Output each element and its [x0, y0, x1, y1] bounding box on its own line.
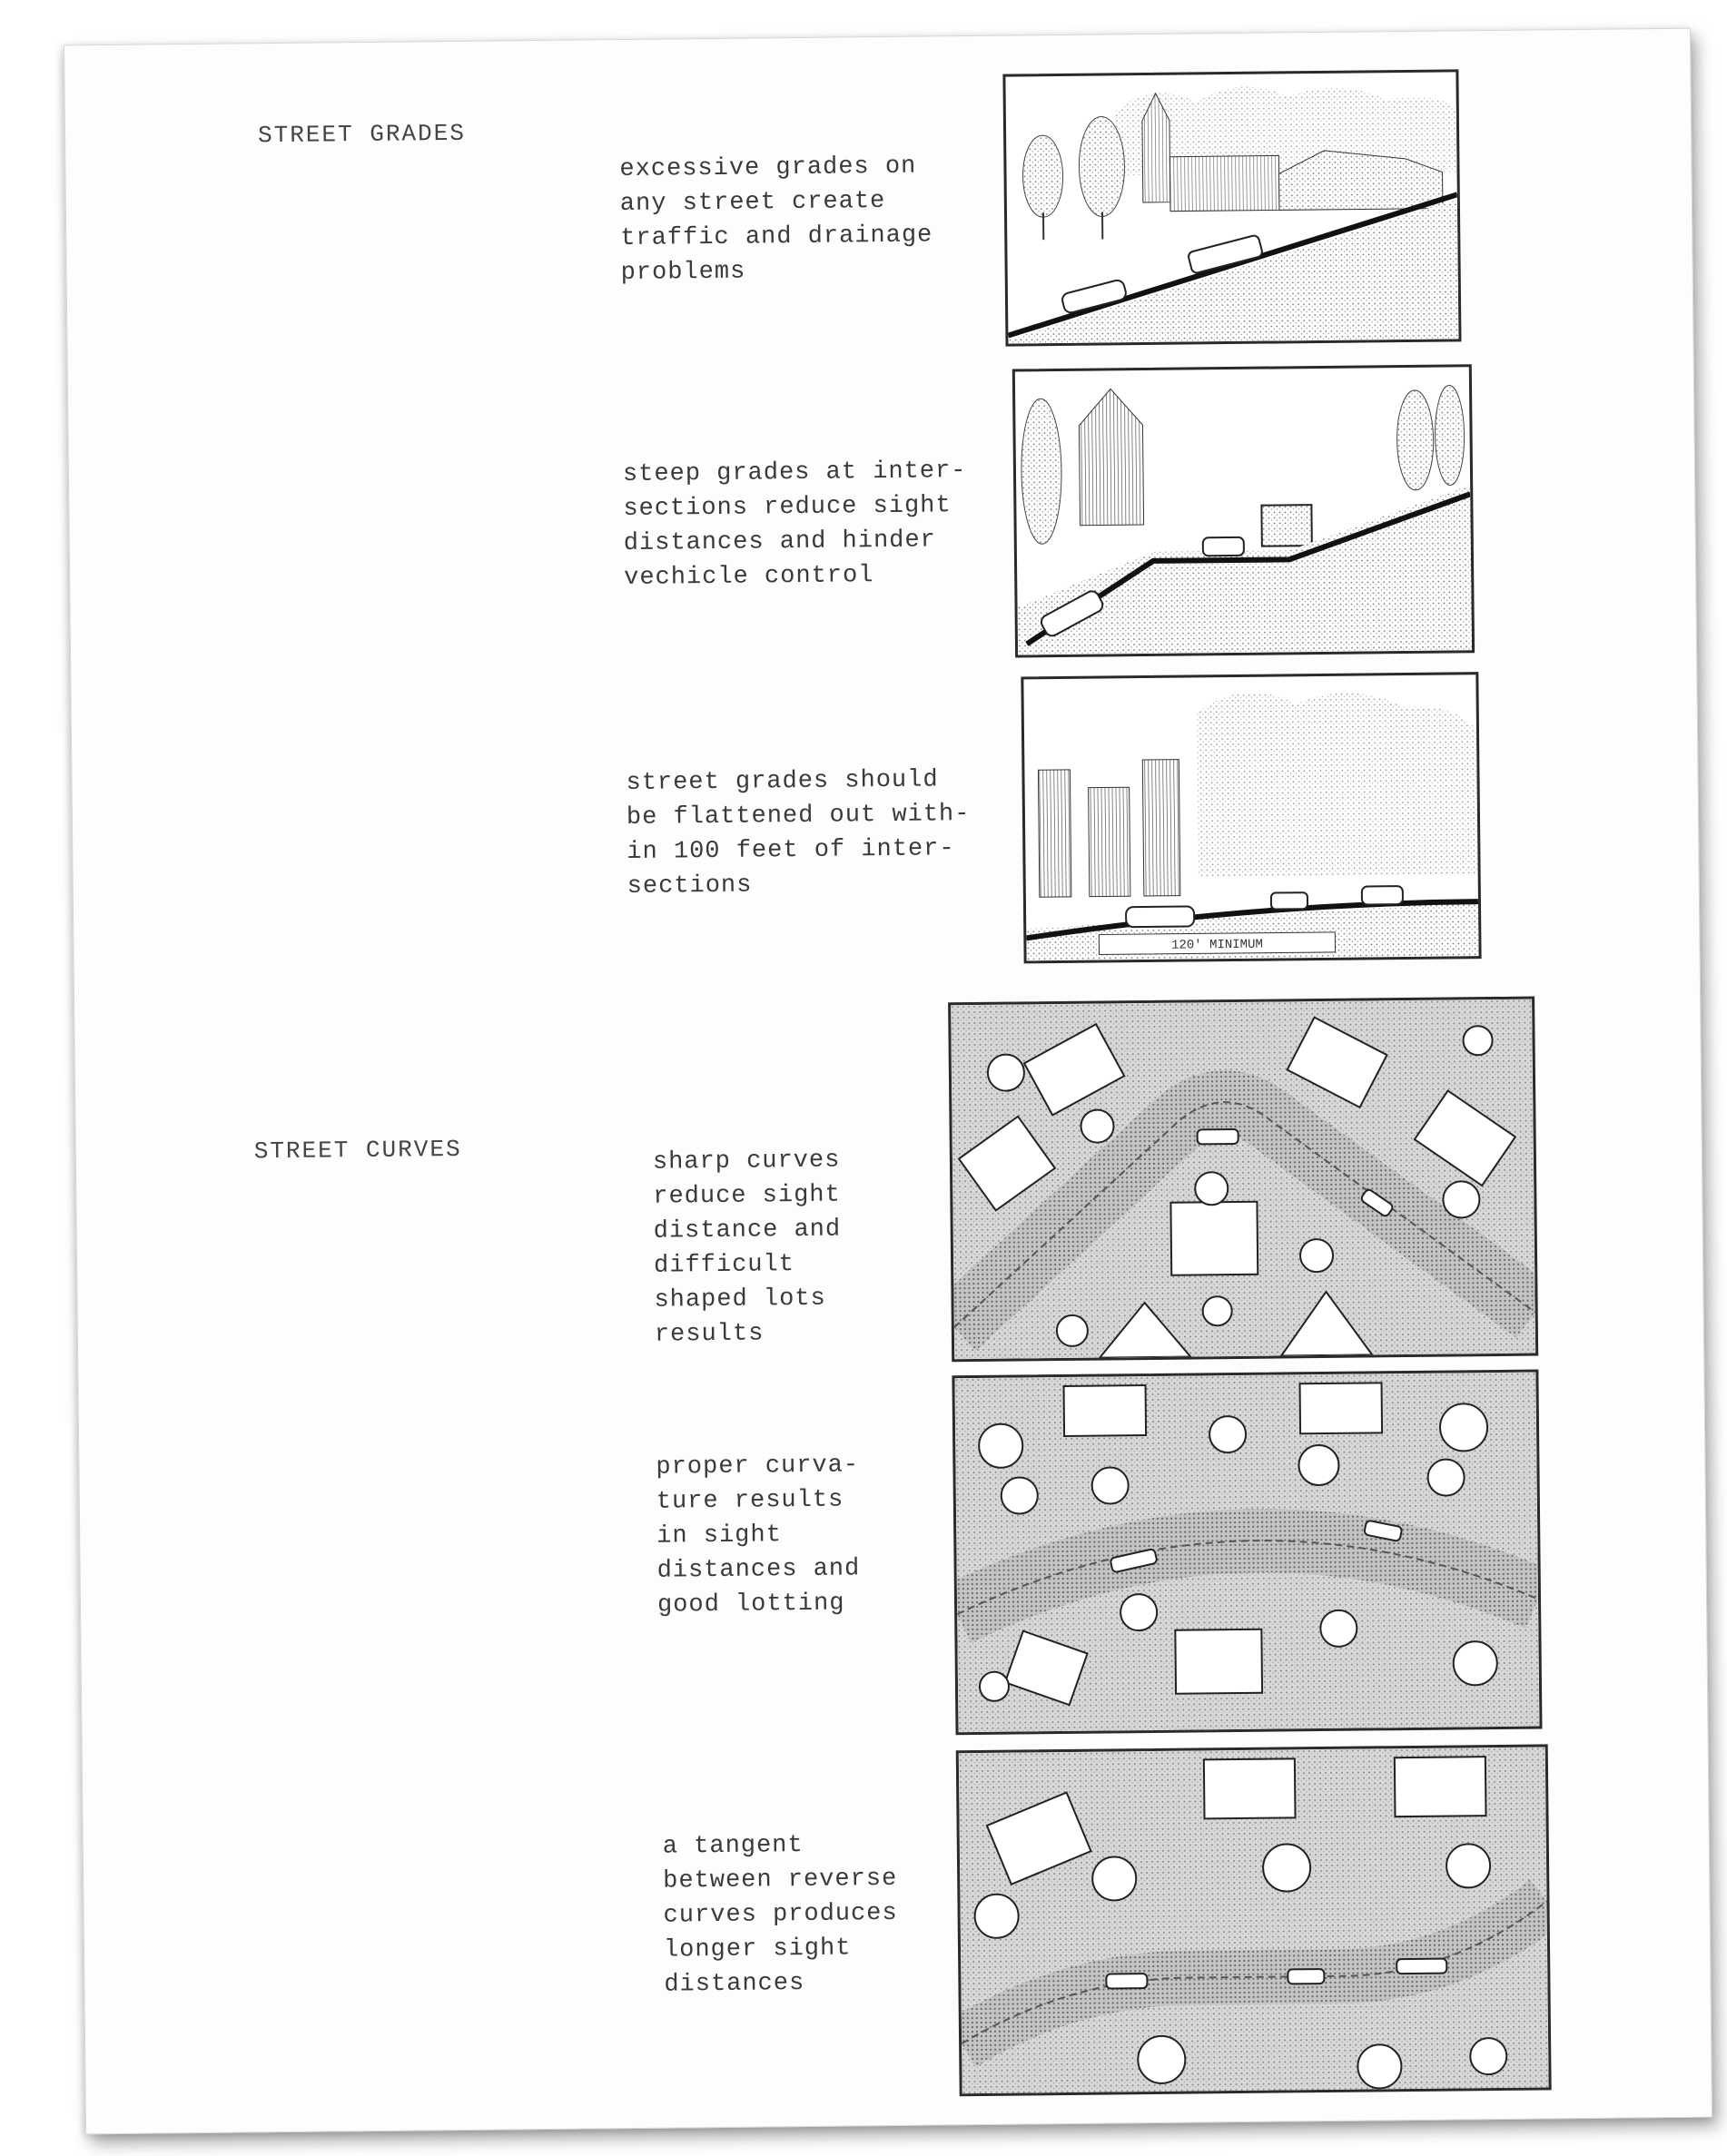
proper-curve-plan	[952, 1369, 1543, 1736]
sharp-curve-plan	[948, 996, 1539, 1363]
dimension-label: 120' MINIMUM	[1171, 938, 1263, 953]
caption-sharp-curves: sharp curves reduce sight distance and d…	[652, 1147, 842, 1349]
document-page: STREET GRADES excessive grades on any st…	[63, 27, 1713, 2135]
section-heading-street-curves: STREET CURVES	[253, 1135, 462, 1166]
caption-tangent-reverse-curves: a tangent between reverse curves produce…	[662, 1832, 898, 1999]
caption-excessive-grades: excessive grades on any street create tr…	[619, 153, 933, 288]
steep-street-illustration	[1002, 69, 1462, 347]
steep-intersection-illustration	[1012, 364, 1475, 658]
flattened-intersection-illustration: 120' MINIMUM	[1021, 672, 1482, 964]
caption-proper-curvature: proper curva- ture results in sight dist…	[656, 1452, 861, 1619]
caption-steep-intersection: steep grades at inter- sections reduce s…	[622, 458, 967, 593]
section-heading-street-grades: STREET GRADES	[257, 119, 467, 150]
caption-flattened-grades: street grades should be flattened out wi…	[626, 766, 971, 901]
reverse-curve-plan	[955, 1744, 1552, 2097]
